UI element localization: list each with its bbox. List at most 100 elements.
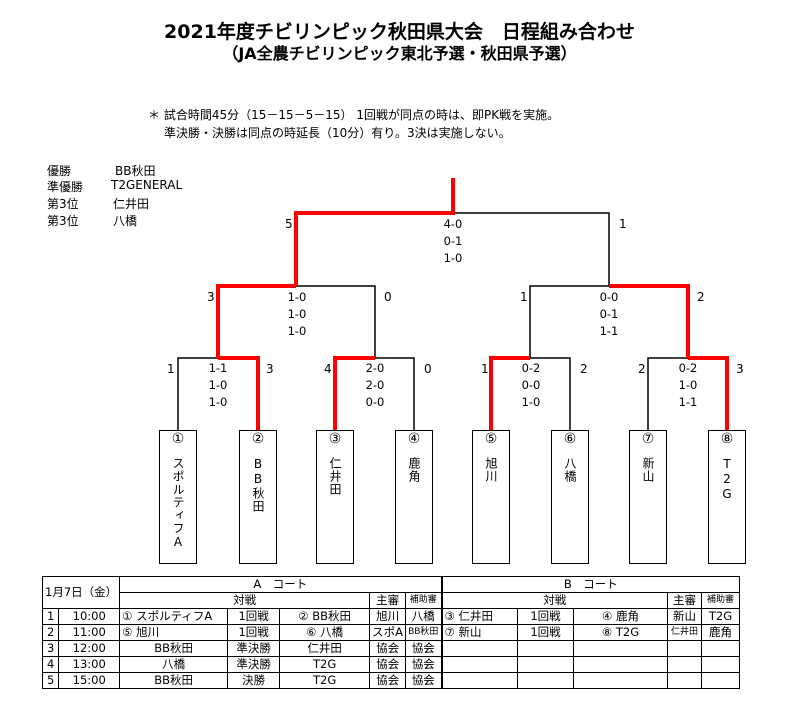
team-box: ⑦ 新山 (629, 430, 667, 564)
round: 1回戦 (227, 624, 281, 641)
team-number: ⑧ (720, 431, 734, 447)
rules-note-1: ＊ 試合時間45分（15－15－5－15） 1回戦が同点の時は、即PK戦を実施。 (148, 108, 560, 122)
match-time: 15:00 (58, 672, 121, 689)
score-left: 3 (207, 290, 215, 304)
round (517, 656, 575, 673)
team-box: ⑤ 旭川 (472, 430, 510, 564)
court-b-header: B コート (441, 576, 741, 593)
score-right: 1 (619, 217, 627, 231)
referee: 仁井田 (667, 624, 703, 641)
referee (667, 640, 703, 657)
table-row: 3 12:00 BB秋田 準決勝 仁井田 協会 協会 (41, 640, 741, 657)
referee (667, 672, 703, 689)
assistant-referee: 協会 (405, 656, 443, 673)
team-2: T2G (279, 656, 371, 673)
team-name: スポルティフA (171, 457, 185, 550)
team-1: ⑦ 新山 (441, 624, 519, 641)
result-team: 仁井田 (113, 197, 150, 211)
score-left: 4 (324, 362, 332, 376)
schedule-table: 1月7日（金） A コート B コート 対戦 主審 補助審 対戦 主審 補助審 … (41, 576, 741, 689)
date-cell: 1月7日（金） (41, 576, 121, 609)
round (517, 672, 575, 689)
team-1: BB秋田 (119, 640, 229, 657)
rules-note-2: 準決勝・決勝は同点の時延長（10分）有り。3決は実施しない。 (164, 126, 511, 140)
table-row: 1 10:00 ① スポルティフA 1回戦 ② BB秋田 旭川 八橋 ③ 仁井田… (41, 608, 741, 625)
referee-header: 主審 (369, 592, 407, 609)
team-1 (441, 672, 519, 689)
referee: スポA (369, 624, 407, 641)
referee: 協会 (369, 656, 407, 673)
result-rank: 第3位 (47, 197, 79, 211)
assistant-referee (701, 656, 741, 673)
team-1 (441, 656, 519, 673)
score-right: 2 (697, 290, 705, 304)
team-name: 鹿角 (407, 457, 421, 483)
round: 準決勝 (227, 656, 281, 673)
assistant-header: 補助審 (701, 592, 741, 609)
match-time: 10:00 (58, 608, 121, 625)
team-number: ③ (328, 431, 342, 447)
team-1 (441, 640, 519, 657)
team-number: ⑥ (563, 431, 577, 447)
team-name: T2G (720, 457, 734, 502)
table-subheader-row: 対戦 主審 補助審 対戦 主審 補助審 (43, 592, 741, 609)
match-header: 対戦 (119, 592, 371, 609)
team-number: ② (251, 431, 265, 447)
referee: 協会 (369, 672, 407, 689)
result-team: T2GENERAL (111, 178, 183, 192)
referee (667, 656, 703, 673)
team-1: BB秋田 (119, 672, 229, 689)
team-box: ② BB秋田 (239, 430, 277, 564)
match-time: 12:00 (58, 640, 121, 657)
assistant-referee: 協会 (405, 640, 443, 657)
score-left: 1 (520, 290, 528, 304)
team-name: 仁井田 (328, 457, 342, 496)
table-row: 5 15:00 BB秋田 決勝 T2G 協会 協会 (41, 672, 741, 689)
team-name: 新山 (641, 457, 655, 483)
team-box: ⑧ T2G (708, 430, 746, 564)
table-row: 4 13:00 八橋 準決勝 T2G 協会 協会 (41, 656, 741, 673)
team-2: ⑧ T2G (573, 624, 669, 641)
assistant-referee (701, 640, 741, 657)
score-right: 2 (580, 362, 588, 376)
team-2: ② BB秋田 (279, 608, 371, 625)
assistant-referee: 協会 (405, 672, 443, 689)
result-rank: 第3位 (47, 214, 79, 228)
team-number: ④ (407, 431, 421, 447)
result-team: BB秋田 (115, 164, 156, 178)
page-subtitle: （JA全農チビリンピック東北予選・秋田県予選） (222, 44, 577, 63)
score-left: 1 (481, 362, 489, 376)
referee: 新山 (667, 608, 703, 625)
row-number: 1 (41, 608, 60, 625)
team-box: ③ 仁井田 (316, 430, 354, 564)
result-team: 八橋 (113, 214, 138, 228)
row-number: 2 (41, 624, 60, 641)
winner-path (216, 178, 729, 430)
team-box: ⑥ 八橋 (551, 430, 589, 564)
team-2: ④ 鹿角 (573, 608, 669, 625)
score-left: 1 (167, 362, 175, 376)
team-1: ⑤ 旭川 (119, 624, 229, 641)
match-header: 対戦 (441, 592, 669, 609)
assistant-header: 補助審 (405, 592, 443, 609)
round: 1回戦 (227, 608, 281, 625)
score-right: 0 (384, 290, 392, 304)
team-1: ③ 仁井田 (441, 608, 519, 625)
court-a-header: A コート (119, 576, 443, 593)
team-name: 旭川 (484, 457, 498, 483)
row-number: 5 (41, 672, 60, 689)
team-box: ④ 鹿角 (395, 430, 433, 564)
team-2 (573, 640, 669, 657)
referee: 旭川 (369, 608, 407, 625)
assistant-referee: 八橋 (405, 608, 443, 625)
team-2 (573, 656, 669, 673)
team-number: ⑤ (484, 431, 498, 447)
round: 決勝 (227, 672, 281, 689)
team-1: ① スポルティフA (119, 608, 229, 625)
